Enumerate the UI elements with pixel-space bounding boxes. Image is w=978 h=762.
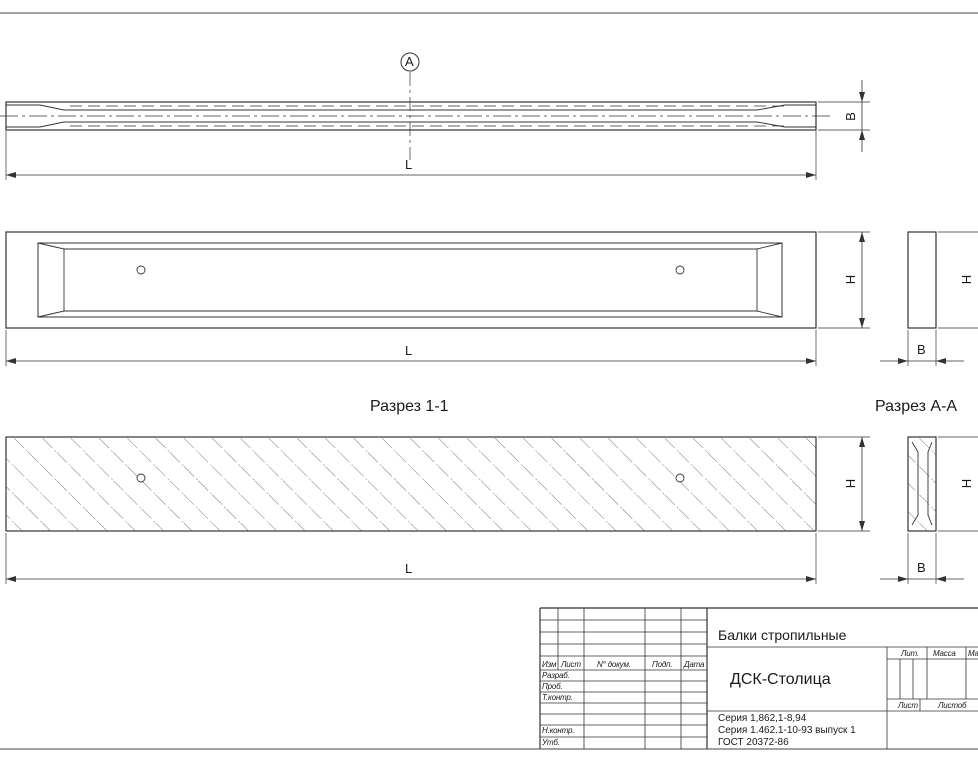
axis-marker-label: A bbox=[405, 54, 414, 69]
section-a-height-label: H bbox=[959, 478, 975, 489]
sheet-frame bbox=[0, 12, 978, 750]
tb-sheets: Листоб bbox=[938, 701, 967, 710]
section-a-width-label: B bbox=[917, 560, 926, 575]
front-height-label: H bbox=[843, 274, 859, 285]
side-width-label: B bbox=[917, 342, 926, 357]
tb-row-razrab: Разраб. bbox=[542, 671, 570, 680]
tb-row-utv: Утб. bbox=[542, 738, 560, 747]
side-view bbox=[880, 231, 978, 366]
section-a-a bbox=[880, 436, 978, 584]
section-length-label: L bbox=[405, 561, 413, 576]
side-height-label: H bbox=[959, 274, 975, 285]
tb-header-podp: Подп. bbox=[652, 660, 673, 669]
tb-ref-2: Серия 1.462.1-10-93 выпуск 1 bbox=[718, 725, 856, 736]
section-1-1 bbox=[5, 436, 870, 584]
top-width-label: B bbox=[842, 112, 858, 121]
tb-title: Балки стропильные bbox=[718, 627, 847, 643]
tb-organization: ДСК-Столица bbox=[730, 671, 831, 688]
section-height-label: H bbox=[843, 478, 859, 489]
tb-row-prov: Проб. bbox=[542, 682, 563, 691]
tb-header-list: Лист bbox=[561, 660, 581, 669]
front-view bbox=[5, 231, 870, 366]
top-length-label: L bbox=[405, 157, 413, 172]
tb-row-nkontr: Н.контр. bbox=[542, 726, 575, 735]
section-1-1-title: Разрез 1-1 bbox=[370, 398, 449, 415]
tb-massa: Масса bbox=[933, 649, 956, 658]
tb-masht: Ма bbox=[968, 649, 978, 658]
tb-row-tkontr: Т.контр. bbox=[542, 693, 573, 702]
axis-marker-circle bbox=[400, 52, 420, 72]
front-length-label: L bbox=[405, 343, 413, 358]
top-view bbox=[0, 52, 870, 180]
title-block-grid bbox=[539, 607, 978, 749]
tb-header-izm: Изм bbox=[542, 660, 557, 669]
tb-sheet: Лист bbox=[898, 701, 918, 710]
tb-header-date: Дата bbox=[684, 660, 705, 669]
lifting-hole-left bbox=[136, 265, 146, 275]
tb-lit: Лит. bbox=[901, 649, 919, 658]
lifting-hole-right bbox=[675, 265, 685, 275]
section-a-a-title: Разрез А-А bbox=[875, 398, 958, 415]
tb-header-doc: N° докум. bbox=[597, 660, 631, 669]
tb-ref-1: Серия 1,862,1-8,94 bbox=[718, 713, 807, 724]
tb-ref-3: ГОСТ 20372-86 bbox=[718, 737, 789, 748]
